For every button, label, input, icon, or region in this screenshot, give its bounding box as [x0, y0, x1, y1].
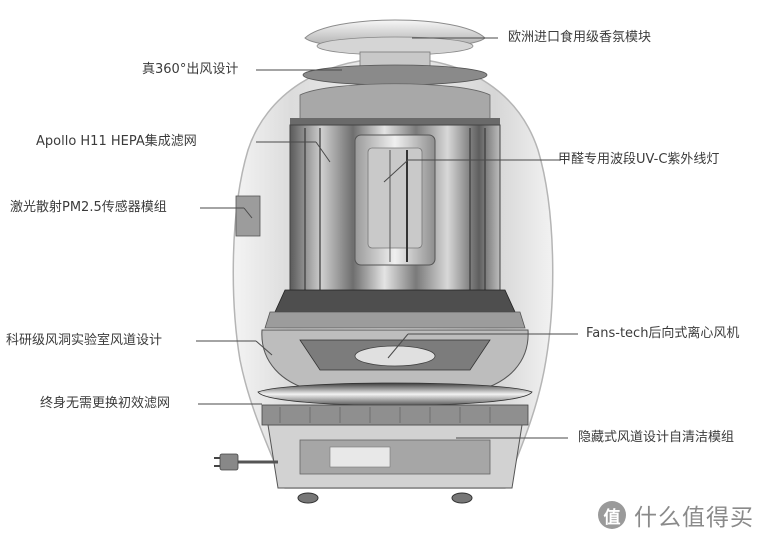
watermark-text: 什么值得买: [634, 505, 754, 531]
label-hepa-filter: Apollo H11 HEPA集成滤网: [36, 134, 197, 149]
power-plug: [219, 453, 239, 471]
site-watermark: 值 什么值得买: [598, 498, 754, 532]
pm25-sensor-slot: [235, 195, 261, 237]
label-fragrance-module: 欧洲进口食用级香氛模块: [508, 30, 652, 45]
wheel-right: [451, 492, 473, 504]
label-360-airflow: 真360°出风设计: [142, 62, 239, 77]
watermark-badge-icon: 值: [598, 501, 626, 529]
label-duct-lab: 科研级风洞实验室风道设计: [6, 333, 163, 348]
air-duct-ring: [257, 382, 533, 406]
wheel-left: [297, 492, 319, 504]
label-selfclean-module: 隐藏式风道设计自清洁模组: [578, 430, 735, 445]
label-prefilter: 终身无需更换初效滤网: [40, 396, 171, 411]
label-centrifugal-fan: Fans-tech后向式离心风机: [586, 326, 740, 341]
prefilter-band: [261, 404, 529, 426]
leader-lines: [196, 37, 578, 439]
label-pm25-sensor: 激光散射PM2.5传感器模组: [10, 200, 167, 215]
label-uvc-lamp: 甲醛专用波段UV-C紫外线灯: [558, 152, 720, 167]
